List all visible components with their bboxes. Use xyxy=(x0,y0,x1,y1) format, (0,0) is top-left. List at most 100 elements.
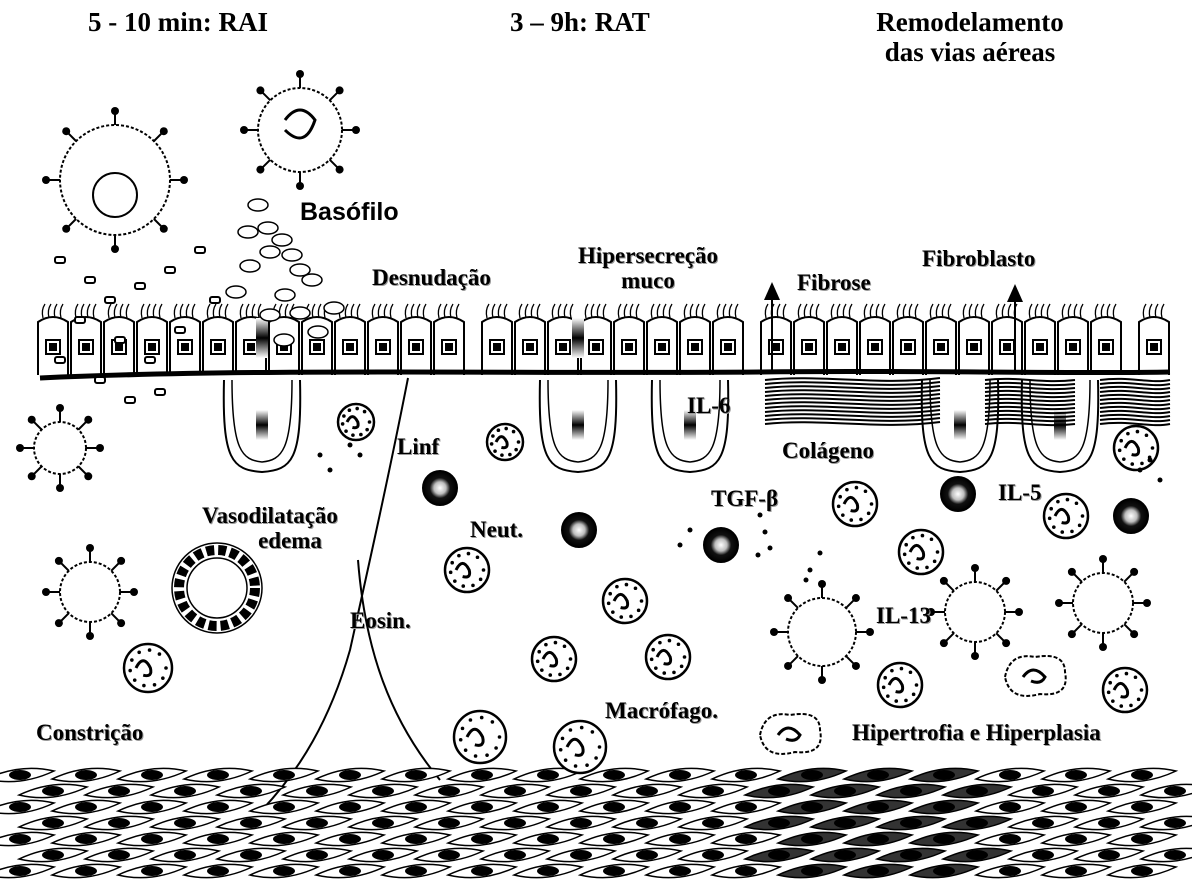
smooth-muscle-cell xyxy=(1108,832,1176,845)
smooth-muscle-cell xyxy=(481,848,549,861)
epithelial-cell xyxy=(368,304,398,375)
eosinophil xyxy=(603,579,647,623)
smooth-muscle-cell xyxy=(250,800,318,813)
smooth-muscle-cell xyxy=(19,848,87,861)
smooth-muscle-cell xyxy=(448,768,516,781)
smooth-muscle-cell xyxy=(811,848,879,861)
cytokine-dot xyxy=(358,453,363,458)
smooth-muscle-cell xyxy=(316,800,384,813)
smooth-muscle-cell xyxy=(679,784,747,797)
epithelial-cell xyxy=(713,304,743,375)
smooth-muscle-cell xyxy=(1075,816,1143,829)
vessel-line-right xyxy=(358,560,440,780)
eosinophil xyxy=(124,644,172,692)
smooth-muscle-cell xyxy=(0,768,54,781)
epithelial-cell xyxy=(992,304,1022,375)
epithelium-layer xyxy=(38,304,1169,375)
epithelial-cell xyxy=(335,304,365,375)
smooth-muscle-cell xyxy=(349,848,417,861)
smooth-muscle-cell xyxy=(778,832,846,845)
epithelial-cell xyxy=(1025,304,1055,375)
granule xyxy=(105,297,115,303)
collagen-fibre xyxy=(1100,419,1170,421)
cytokine-dot xyxy=(348,443,353,448)
mast-cell xyxy=(1055,555,1151,651)
header-rai: 5 - 10 min: RAI xyxy=(88,8,268,38)
granule xyxy=(175,327,185,333)
smooth-muscle-cell xyxy=(52,864,120,877)
smooth-muscle-cell xyxy=(250,864,318,877)
smooth-muscle-cell xyxy=(1108,864,1176,877)
cytokine-dot xyxy=(804,578,809,583)
epithelial-cell xyxy=(1139,304,1169,375)
epithelial-cell xyxy=(434,304,464,375)
smooth-muscle-cell xyxy=(745,848,813,861)
label-vasodilatacao: Vasodilatação edema xyxy=(170,503,370,554)
smooth-muscle-cell xyxy=(349,816,417,829)
epithelial-cell xyxy=(401,304,431,375)
label-il5: IL-5 xyxy=(998,480,1041,505)
eosinophil xyxy=(487,424,523,460)
smooth-muscle-cell xyxy=(547,784,615,797)
collagen-fibre xyxy=(765,406,940,409)
label-desnudacao: Desnudação xyxy=(372,265,491,290)
epithelial-cell xyxy=(170,304,200,375)
cytokine-dot xyxy=(318,453,323,458)
granule xyxy=(210,297,220,303)
epithelial-cell xyxy=(926,304,956,375)
smooth-muscle-cell xyxy=(712,768,780,781)
granule xyxy=(155,389,165,395)
label-colageno: Colágeno xyxy=(782,438,874,463)
collagen-fibre xyxy=(1100,383,1170,385)
label-fibrose: Fibrose xyxy=(797,270,871,295)
cytokine-dot xyxy=(756,553,761,558)
eosinophil xyxy=(833,482,877,526)
epithelial-cell xyxy=(71,304,101,375)
collagen-fibre xyxy=(765,390,940,393)
smooth-muscle-cell xyxy=(1075,784,1143,797)
mast-cell xyxy=(240,70,360,190)
lymphocyte xyxy=(704,528,738,562)
lymphocyte xyxy=(423,471,457,505)
granule xyxy=(275,289,295,301)
header-remodelamento-line2: das vias aéreas xyxy=(850,38,1090,68)
smooth-muscle-cell xyxy=(151,848,219,861)
smooth-muscle-cell xyxy=(943,848,1011,861)
epithelial-cell xyxy=(647,304,677,375)
smooth-muscle-cell xyxy=(580,864,648,877)
epithelial-cell xyxy=(959,304,989,375)
smooth-muscle-cell xyxy=(1042,800,1110,813)
smooth-muscle-cell xyxy=(646,768,714,781)
smooth-muscle-cell xyxy=(910,832,978,845)
smooth-muscle-cell xyxy=(778,864,846,877)
smooth-muscle-cell xyxy=(1141,848,1192,861)
collagen-fibre xyxy=(765,398,940,401)
smooth-muscle-cell xyxy=(0,864,54,877)
collagen-fibre xyxy=(765,418,940,421)
label-eosin: Eosin. xyxy=(350,608,411,633)
smooth-muscle-cell xyxy=(712,864,780,877)
smooth-muscle-cell xyxy=(811,816,879,829)
collagen-fibre xyxy=(1100,387,1170,389)
smooth-muscle-cell xyxy=(1042,832,1110,845)
smooth-muscle-cell xyxy=(976,768,1044,781)
smooth-muscle-cell xyxy=(448,800,516,813)
label-hipersecrecao-line2: muco xyxy=(548,268,748,293)
smooth-muscle-cell xyxy=(250,832,318,845)
cytokine-dot xyxy=(688,528,693,533)
cytokine-dot xyxy=(818,551,823,556)
smooth-muscle-cell xyxy=(712,800,780,813)
granule xyxy=(308,326,328,338)
smooth-muscle-cell xyxy=(118,864,186,877)
smooth-muscle-cell xyxy=(745,816,813,829)
epithelial-cell xyxy=(614,304,644,375)
smooth-muscle-cell xyxy=(1009,816,1077,829)
smooth-muscle-cell xyxy=(1009,848,1077,861)
epithelial-cell xyxy=(761,304,791,375)
smooth-muscle-cell xyxy=(217,848,285,861)
smooth-muscle-cell xyxy=(382,864,450,877)
epithelial-cell xyxy=(38,304,68,375)
epithelial-cell xyxy=(1091,304,1121,375)
smooth-muscle-cell xyxy=(151,784,219,797)
smooth-muscle-cell xyxy=(778,768,846,781)
